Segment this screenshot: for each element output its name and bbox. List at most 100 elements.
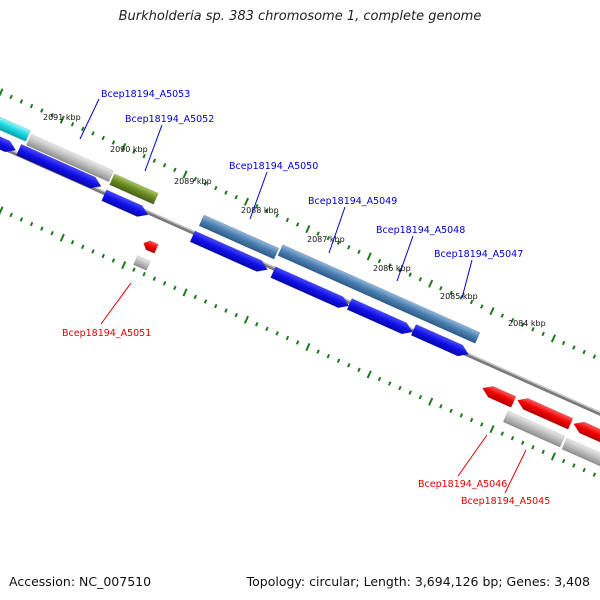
tick-mark xyxy=(152,158,157,163)
tick-mark xyxy=(377,376,382,382)
tick-mark xyxy=(162,163,167,168)
cds-arrow-a5051[interactable] xyxy=(142,239,159,254)
tick-mark xyxy=(500,431,504,436)
tick-mark xyxy=(357,249,361,255)
tick-mark xyxy=(243,197,250,206)
gene-bar-gray[interactable] xyxy=(26,133,114,183)
gene-label[interactable]: Bcep18194_A5049 xyxy=(308,196,397,207)
tick-mark xyxy=(142,271,146,277)
tick-mark xyxy=(500,313,504,318)
cds-arrow-a5050[interactable] xyxy=(189,230,270,275)
tick-mark xyxy=(59,233,65,242)
tick-mark xyxy=(285,217,290,223)
tick-mark xyxy=(480,422,484,427)
cds-arrow-forward[interactable] xyxy=(0,132,18,155)
cds-arrow-a5046[interactable] xyxy=(480,383,517,408)
tick-mark xyxy=(295,340,300,345)
gene-bar-a5049-a5047[interactable] xyxy=(277,244,481,344)
tick-mark xyxy=(469,417,474,423)
tick-mark xyxy=(316,231,320,236)
tick-mark xyxy=(510,435,515,441)
tick-mark xyxy=(203,181,208,186)
tick-mark xyxy=(305,225,311,234)
gene-bar-a5050[interactable] xyxy=(198,214,280,260)
tick-mark xyxy=(347,245,351,250)
gene-bar-cyan[interactable] xyxy=(0,112,31,142)
tick-mark xyxy=(40,108,44,113)
gene-label[interactable]: Bcep18194_A5046 xyxy=(418,479,507,490)
cds-arrow-a5045[interactable] xyxy=(515,395,574,430)
gene-bar-a5046[interactable] xyxy=(502,410,566,448)
tick-mark xyxy=(489,307,495,316)
tick-label: 2089 kbp xyxy=(174,177,212,186)
tick-mark xyxy=(132,267,136,272)
tick-mark xyxy=(121,261,127,270)
gene-leader-line xyxy=(144,124,163,172)
gene-label[interactable]: Bcep18194_A5053 xyxy=(101,89,190,100)
tick-mark xyxy=(224,308,228,313)
tick-mark xyxy=(408,272,412,277)
gene-bar-a5051[interactable] xyxy=(133,255,151,271)
tick-mark xyxy=(439,404,443,409)
tick-label: 2084 kbp xyxy=(508,319,546,328)
tick-mark xyxy=(582,349,586,355)
tick-mark xyxy=(428,397,434,406)
tick-mark xyxy=(101,253,105,259)
gene-leader-line xyxy=(396,235,414,282)
cds-arrow-reverse[interactable] xyxy=(571,418,600,447)
tick-mark xyxy=(265,208,269,214)
tick-mark xyxy=(295,222,300,227)
tick-mark xyxy=(561,458,566,464)
tick-mark xyxy=(173,285,177,291)
tick-mark xyxy=(193,294,198,300)
tick-mark xyxy=(398,385,402,391)
tick-mark xyxy=(336,240,341,245)
tick-mark xyxy=(234,194,238,200)
tick-mark xyxy=(91,131,95,136)
tick-mark xyxy=(91,249,95,254)
tick-mark xyxy=(142,153,146,159)
tick-mark xyxy=(592,354,597,359)
gene-bar-a5052[interactable] xyxy=(109,173,159,205)
tick-mark xyxy=(531,445,535,450)
gene-label[interactable]: Bcep18194_A5052 xyxy=(125,114,214,125)
cds-arrow-a5052[interactable] xyxy=(101,189,151,220)
tick-mark xyxy=(428,279,434,288)
gene-label[interactable]: Bcep18194_A5048 xyxy=(376,225,465,236)
gene-label[interactable]: Bcep18194_A5051 xyxy=(62,328,151,339)
tick-mark xyxy=(40,226,44,231)
cds-arrow-a5053[interactable] xyxy=(16,143,103,192)
tick-mark xyxy=(152,276,157,281)
gene-bar-reverse[interactable] xyxy=(561,437,600,473)
tick-mark xyxy=(275,213,279,218)
tick-mark xyxy=(81,126,85,132)
tick-mark xyxy=(9,212,13,218)
tick-mark xyxy=(550,334,556,343)
tick-mark xyxy=(254,204,259,209)
tick-mark xyxy=(81,244,85,250)
inner-tick-track xyxy=(0,206,597,477)
tick-mark xyxy=(243,315,250,324)
tick-mark xyxy=(193,176,198,182)
cds-arrow-a5049[interactable] xyxy=(270,266,352,312)
tick-mark xyxy=(234,312,238,318)
tick-mark xyxy=(29,103,34,109)
cds-arrow-a5047[interactable] xyxy=(410,323,471,359)
gene-label[interactable]: Bcep18194_A5047 xyxy=(434,249,523,260)
gene-leader-line xyxy=(100,282,132,325)
gene-label[interactable]: Bcep18194_A5045 xyxy=(461,496,550,507)
tick-mark xyxy=(111,140,116,145)
tick-mark xyxy=(0,88,4,97)
tick-mark xyxy=(347,363,351,368)
tick-mark xyxy=(70,240,75,245)
tick-mark xyxy=(224,190,228,195)
gene-label[interactable]: Bcep18194_A5050 xyxy=(229,161,318,172)
tick-mark xyxy=(111,258,116,263)
tick-mark xyxy=(275,331,279,336)
gene-leader-line xyxy=(461,259,473,299)
cds-arrow-a5048[interactable] xyxy=(346,298,415,337)
tick-mark xyxy=(561,340,566,346)
gene-features xyxy=(0,112,600,473)
